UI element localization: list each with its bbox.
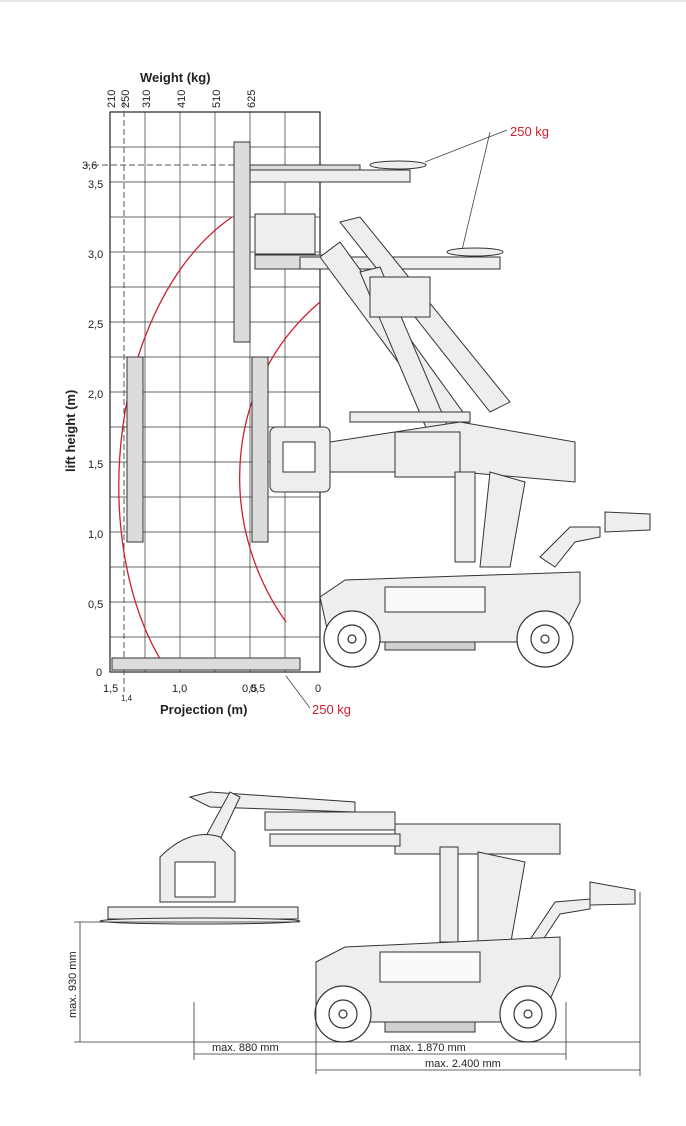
dimension-lines (74, 892, 641, 1076)
load-annotation-top: 250 kg (510, 124, 549, 139)
projection-tick: 1,0 (172, 683, 187, 695)
machine-transport (99, 791, 636, 1033)
dimension-length-label: max. 2.400 mm (425, 1058, 501, 1070)
dimension-height-label: max. 930 mm (67, 951, 79, 1018)
load-chart: 210 250 310 410 510 625 Weight (kg) 3,6 … (63, 70, 651, 717)
load-annotation-bottom: 250 kg (312, 702, 351, 717)
vacuum-frame-positions (111, 141, 361, 671)
height-tick: 3,5 (88, 179, 103, 191)
weight-tick-labels: 210 250 310 410 510 625 (106, 90, 258, 108)
height-tick: 2,0 (88, 389, 103, 401)
weight-tick: 510 (211, 90, 223, 108)
projection-tick: 1,4 (121, 694, 133, 703)
weight-tick: 625 (246, 90, 258, 108)
projection-tick: 0 (315, 683, 321, 695)
reach-curve-inner (239, 301, 321, 623)
leader-line (285, 675, 311, 709)
projection-axis-title: Projection (m) (160, 702, 247, 717)
wheels-raised (323, 610, 574, 668)
leader-line (461, 131, 491, 251)
projection-tick: 0,5 (242, 683, 257, 695)
height-axis-title: lift height (m) (63, 390, 78, 472)
machine-raised (249, 160, 651, 651)
dimension-reach-label: max. 880 mm (212, 1042, 279, 1054)
weight-tick: 310 (141, 90, 153, 108)
dimension-wheelbase-label: max. 1.870 mm (390, 1042, 466, 1054)
height-tick: 3,6 (82, 160, 97, 172)
weight-tick: 250 (120, 90, 132, 108)
weight-axis-title: Weight (kg) (140, 70, 211, 85)
height-tick: 1,0 (88, 529, 103, 541)
reach-curve-outer (118, 216, 233, 668)
projection-tick-labels: 1,5 1,4 1,0 0,5 0,5 0 (103, 683, 321, 703)
projection-tick: 1,5 (103, 683, 118, 695)
height-tick: 0 (96, 667, 102, 679)
transport-drawing: max. 930 mm max. 880 mm max. 1.870 mm ma… (67, 791, 641, 1076)
leader-line (424, 129, 508, 163)
height-tick: 2,5 (88, 319, 103, 331)
height-tick: 0,5 (88, 599, 103, 611)
height-tick-labels: 3,6 3,5 3,0 2,5 2,0 1,5 1,0 0,5 0 (82, 160, 103, 679)
wheels-transport (314, 985, 557, 1043)
weight-tick: 410 (176, 90, 188, 108)
height-tick: 1,5 (88, 459, 103, 471)
height-tick: 3,0 (88, 249, 103, 261)
projection-tick: 0,5 (250, 683, 265, 695)
weight-tick: 210 (106, 90, 118, 108)
